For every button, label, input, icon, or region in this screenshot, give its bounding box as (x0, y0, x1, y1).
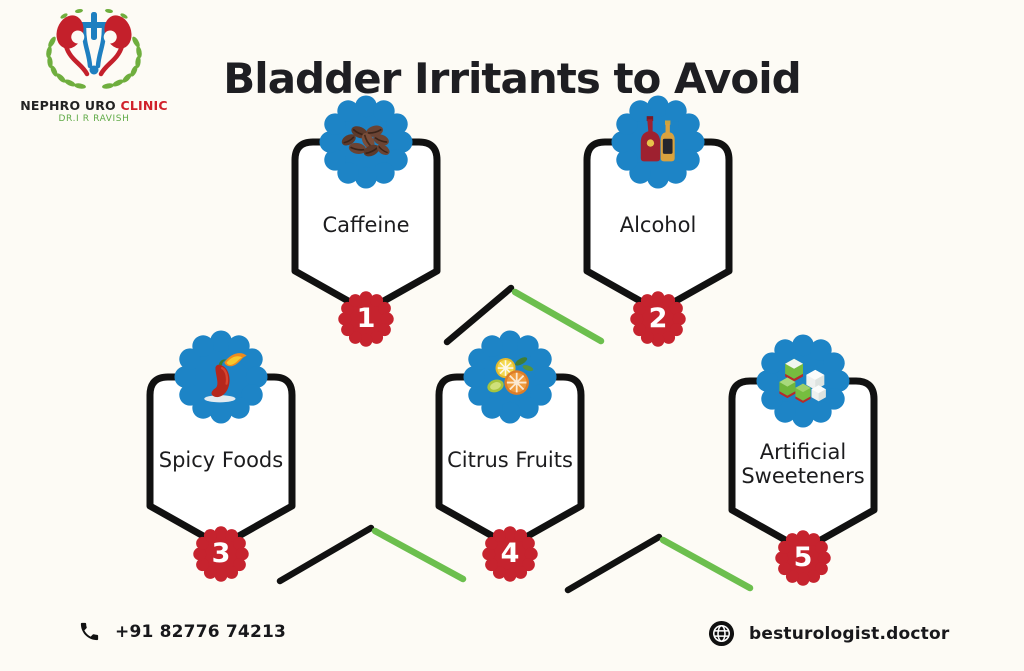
coffee-beans-icon (341, 125, 390, 157)
item-icon-bubble (611, 95, 705, 189)
phone-number: +91 82776 74213 (115, 621, 287, 642)
kidney-wreath-icon (46, 9, 142, 89)
chili-pepper-icon (204, 353, 247, 403)
item-card-spicy-foods: Spicy Foods 3 (142, 330, 300, 582)
item-number-badge: 4 (482, 526, 538, 582)
item-label: Alcohol (619, 212, 697, 237)
page-title: Bladder Irritants to Avoid (223, 54, 801, 104)
item-number-badge: 1 (338, 291, 394, 347)
item-number: 4 (500, 537, 520, 569)
item-number: 2 (648, 302, 668, 334)
item-number: 5 (793, 541, 813, 573)
item-label: Artificial Sweeteners (741, 439, 865, 488)
website-url: besturologist.doctor (749, 623, 950, 644)
globe-icon (708, 620, 735, 647)
item-icon-bubble (319, 95, 413, 189)
item-icon-bubble (756, 334, 850, 428)
item-number: 1 (356, 302, 376, 334)
item-icon-bubble (463, 330, 557, 424)
sweetener-cubes-icon (779, 358, 826, 404)
item-number-badge: 2 (630, 291, 686, 347)
clinic-logo: NEPHRO URO CLINIC DR.I R RAVISH (18, 6, 170, 124)
phone-icon (80, 622, 99, 641)
item-card-caffeine: Caffeine 1 (287, 95, 445, 347)
clinic-name-accent: CLINIC (120, 98, 168, 113)
citrus-slices-icon (487, 357, 534, 395)
item-label: Caffeine (322, 212, 410, 237)
phone-contact: +91 82776 74213 (78, 620, 286, 643)
item-card-artificial-sweeteners: Artificial Sweeteners 5 (724, 334, 882, 586)
item-label: Spicy Foods (158, 447, 284, 472)
liquor-bottles-icon (640, 116, 675, 162)
item-number-badge: 5 (775, 530, 831, 586)
item-icon-bubble (174, 330, 268, 424)
item-card-alcohol: Alcohol 2 (579, 95, 737, 347)
clinic-name-primary: NEPHRO URO (20, 98, 116, 113)
clinic-name: NEPHRO URO CLINIC (18, 98, 170, 113)
item-number: 3 (211, 537, 231, 569)
item-number-badge: 3 (193, 526, 249, 582)
item-label: Citrus Fruits (447, 447, 573, 472)
doctor-name: DR.I R RAVISH (58, 114, 130, 124)
item-card-citrus-fruits: Citrus Fruits 4 (431, 330, 589, 582)
website-contact: besturologist.doctor (708, 620, 949, 647)
